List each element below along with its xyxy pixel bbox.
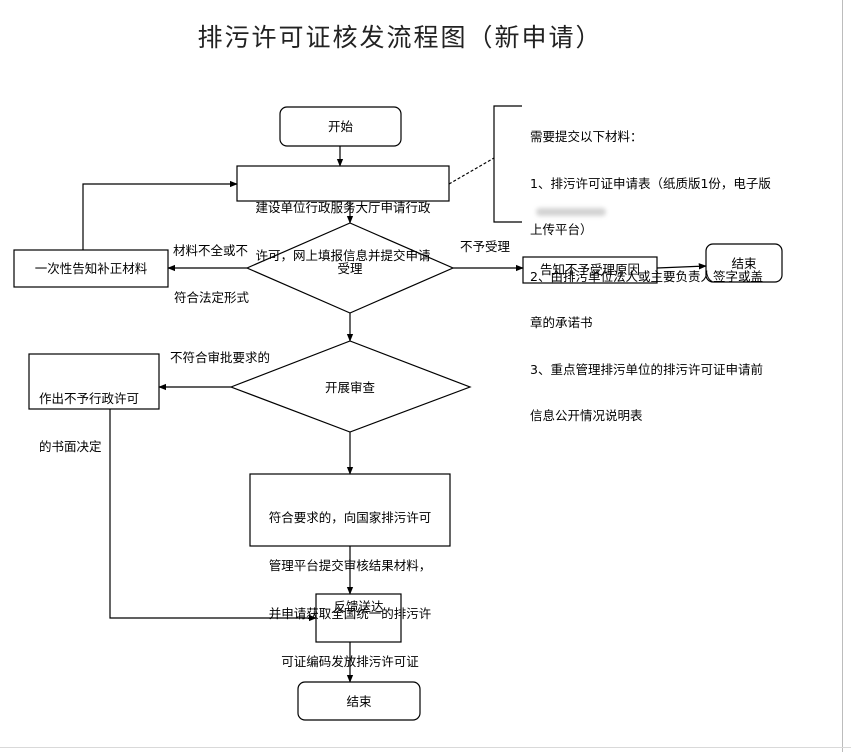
approve-node-line: 管理平台提交审核结果材料， <box>268 558 432 573</box>
materials-note-line: 3、重点管理排污单位的排污许可证申请前 <box>530 361 763 377</box>
materials-note-heading: 需要提交以下材料： <box>530 129 643 144</box>
deliver-node: 反馈送达 <box>333 599 384 614</box>
materials-note-line: 上传平台） <box>530 222 593 237</box>
review-decision-shape <box>229 340 472 433</box>
edge-label-not-accepted: 不予受理 <box>460 239 511 254</box>
deny-decision-line: 作出不予行政许可 <box>39 391 140 406</box>
deny-decision-node: 作出不予行政许可 的书面决定 <box>39 359 139 487</box>
materials-note-line: 章的承诺书 <box>530 315 593 330</box>
deny-decision-line: 的书面决定 <box>39 439 102 454</box>
review-decision: 开展审查 <box>324 380 375 395</box>
note-leader <box>448 157 495 185</box>
apply-node-line: 建设单位行政服务大厅申请行政 <box>255 200 431 215</box>
apply-node: 建设单位行政服务大厅申请行政 许可，网上填报信息并提交申请 <box>237 168 449 296</box>
approve-node-line: 可证编码发放排污许可证 <box>281 654 419 669</box>
edge-label-incomplete: 材料不全或不 <box>173 243 249 258</box>
page-edge-right <box>842 0 843 752</box>
approve-node: 符合要求的，向国家排污许可 管理平台提交审核结果材料， 并申请获取全国统一的排污… <box>250 478 450 702</box>
note-bracket <box>493 105 522 223</box>
edge-deny-deliver <box>109 409 317 622</box>
end-reject-node-shape <box>705 243 783 283</box>
apply-node-line: 许可，网上填报信息并提交申请 <box>255 248 431 263</box>
reject-notice-node: 告知不予受理原因 <box>539 262 640 277</box>
accept-decision: 受理 <box>337 261 363 276</box>
materials-note: 需要提交以下材料： 1、排污许可证申请表（纸质版1份，电子版 上传平台） 2、由… <box>530 98 771 455</box>
edge-reject-end <box>656 263 707 270</box>
page-title: 排污许可证核发流程图（新申请） <box>197 23 603 52</box>
end-node: 结束 <box>346 694 372 709</box>
materials-note-line: 2、由排污单位法人或主要负责人签字或盖 <box>530 268 763 284</box>
start-node: 开始 <box>327 119 353 134</box>
materials-note-line: 信息公开情况说明表 <box>530 408 643 423</box>
page-edge-bottom <box>0 747 851 748</box>
approve-node-line: 符合要求的，向国家排污许可 <box>268 510 432 525</box>
approve-node-line: 并申请获取全国统一的排污许 <box>268 606 432 621</box>
edge-label-incomplete: 符合法定形式 <box>174 290 250 305</box>
edge-label-not-compliant: 不符合审批要求的 <box>170 350 271 365</box>
end-reject-node: 结束 <box>731 256 757 271</box>
deny-decision-node-shape <box>28 353 160 410</box>
supplement-node: 一次性告知补正材料 <box>34 261 148 276</box>
materials-note-line: 1、排污许可证申请表（纸质版1份，电子版 <box>530 175 771 191</box>
blurred-mark <box>536 208 606 216</box>
edge-supplement-apply <box>82 180 238 250</box>
end-node-shape <box>297 681 421 721</box>
